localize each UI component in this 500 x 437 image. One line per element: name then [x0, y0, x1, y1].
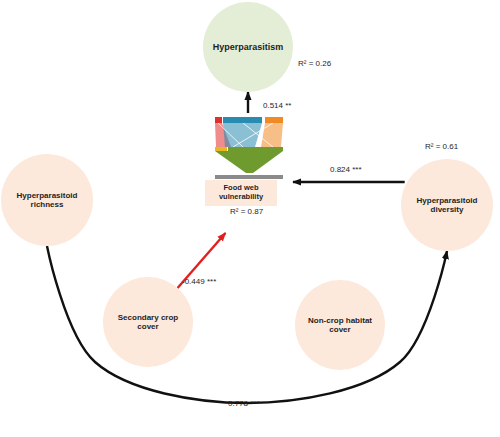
- node-label: Food web vulnerability: [211, 184, 271, 201]
- node-content: Secondary crop cover: [103, 277, 193, 367]
- web-bar: [228, 147, 283, 151]
- variable-circle: Secondary crop cover: [103, 277, 193, 367]
- variable-circle: Hyperparasitoid diversity: [401, 159, 493, 251]
- web-trapezoid: [215, 151, 283, 173]
- web-base: [215, 175, 283, 179]
- node-label: Hyperparasitism: [213, 42, 284, 52]
- r-squared-label: R² = 0.26: [298, 60, 331, 68]
- r-squared-label: R² = 0.61: [425, 143, 458, 151]
- path-coefficient: -0.449 ***: [182, 278, 216, 286]
- web-link: [261, 123, 283, 147]
- web-link-line: [233, 123, 273, 147]
- node-content: Non-crop habitat cover: [295, 280, 385, 370]
- node-content: Hyperparasitoid diversity: [401, 159, 493, 251]
- node-label: Hyperparasitoid diversity: [410, 196, 484, 214]
- food-web-icon: [215, 117, 283, 179]
- path-arrow: [293, 181, 405, 183]
- variable-circle: Non-crop habitat cover: [295, 280, 385, 370]
- path-arrow: [47, 246, 447, 403]
- node-content: Hyperparasitism: [203, 2, 293, 92]
- variable-circle: Hyperparasitoid richness: [1, 154, 93, 246]
- node-label: Hyperparasitoid richness: [10, 191, 84, 209]
- web-bar: [215, 147, 227, 151]
- web-bar: [265, 117, 283, 123]
- circle-fill: [203, 2, 293, 92]
- path-arrow: [178, 233, 226, 288]
- edge-layer: [47, 92, 447, 403]
- web-link-line: [243, 123, 273, 147]
- r-squared-label: R² = 0.87: [230, 208, 263, 216]
- path-coefficient: 0.778 ***: [228, 400, 260, 408]
- node-content: Hyperparasitoid richness: [1, 154, 93, 246]
- path-coefficient: 0.824 ***: [330, 166, 362, 174]
- variable-circle: Hyperparasitism: [203, 2, 293, 92]
- web-link: [223, 123, 262, 147]
- circle-fill: [401, 159, 493, 251]
- circle-fill: [295, 280, 385, 370]
- web-bar: [215, 117, 222, 123]
- node-label: Non-crop habitat cover: [302, 316, 378, 334]
- node-label: Secondary crop cover: [113, 313, 183, 331]
- node-content: Food web vulnerability: [205, 180, 277, 206]
- path-coefficient: 0.514 **: [263, 102, 291, 110]
- circle-fill: [103, 277, 193, 367]
- web-bar: [223, 117, 262, 123]
- circle-fill: [1, 154, 93, 246]
- path-arrow: [247, 92, 249, 113]
